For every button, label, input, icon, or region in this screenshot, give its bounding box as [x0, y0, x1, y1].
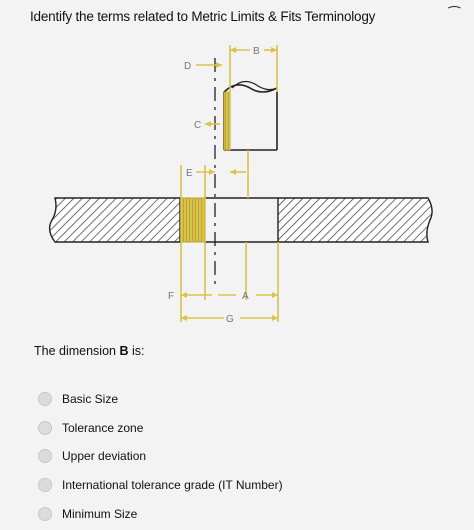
question-title: Identify the terms related to Metric Lim…	[30, 9, 376, 24]
option-label: Basic Size	[62, 392, 119, 407]
label-G: G	[226, 314, 234, 325]
corner-mark: ⁀	[448, 6, 460, 22]
prompt-suffix: is:	[128, 344, 145, 358]
limits-fits-diagram: B D C E F A G	[48, 45, 433, 325]
plate-left-section	[48, 197, 181, 243]
radio-button[interactable]	[38, 506, 52, 521]
label-A: A	[242, 291, 249, 302]
arrowheads	[181, 47, 278, 321]
option-minimum-size[interactable]: Minimum Size	[38, 499, 283, 528]
question-prompt: The dimension B is:	[34, 344, 144, 358]
prompt-bold: B	[119, 344, 129, 358]
dimension-lines	[180, 45, 279, 322]
option-tolerance-zone[interactable]: Tolerance zone	[38, 414, 283, 443]
option-it-grade[interactable]: International tolerance grade (IT Number…	[38, 471, 283, 500]
radio-button[interactable]	[38, 420, 52, 435]
prompt-prefix: The dimension	[34, 344, 120, 358]
hole-tolerance-zone	[180, 197, 206, 243]
option-upper-deviation[interactable]: Upper deviation	[38, 442, 283, 471]
radio-button[interactable]	[38, 449, 52, 464]
shaft-tolerance-zone	[223, 91, 231, 151]
option-label: Minimum Size	[62, 506, 138, 521]
plate	[48, 197, 433, 243]
option-label: Tolerance zone	[62, 420, 144, 435]
radio-button[interactable]	[38, 392, 52, 407]
radio-button[interactable]	[38, 478, 52, 493]
option-label: Upper deviation	[62, 449, 147, 464]
plate-right-section	[277, 197, 433, 243]
answer-options: Basic Size Tolerance zone Upper deviatio…	[38, 385, 283, 528]
shaft	[223, 80, 278, 151]
option-label: International tolerance grade (IT Number…	[62, 478, 283, 493]
label-D: D	[184, 61, 191, 72]
label-E: E	[186, 168, 193, 179]
option-basic-size[interactable]: Basic Size	[38, 385, 283, 414]
label-B: B	[253, 46, 260, 57]
label-F: F	[168, 291, 174, 302]
label-C: C	[194, 120, 201, 131]
